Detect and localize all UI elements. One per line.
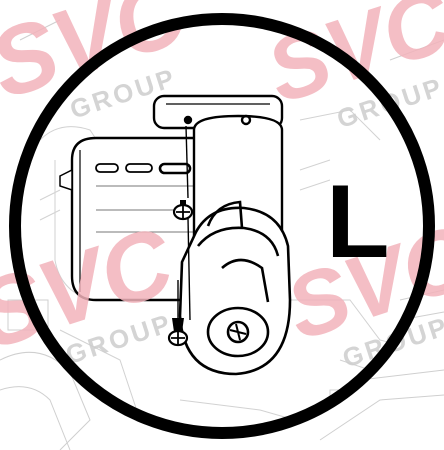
- detail-frame-circle: [9, 13, 435, 439]
- bracket-housing: [59, 136, 202, 302]
- side-label: L: [326, 164, 390, 280]
- screw-lower: [167, 280, 189, 347]
- clamp: [178, 200, 292, 376]
- screw-upper: [172, 125, 194, 221]
- screw-guide-line: [187, 217, 191, 321]
- circle-content: [39, 94, 429, 431]
